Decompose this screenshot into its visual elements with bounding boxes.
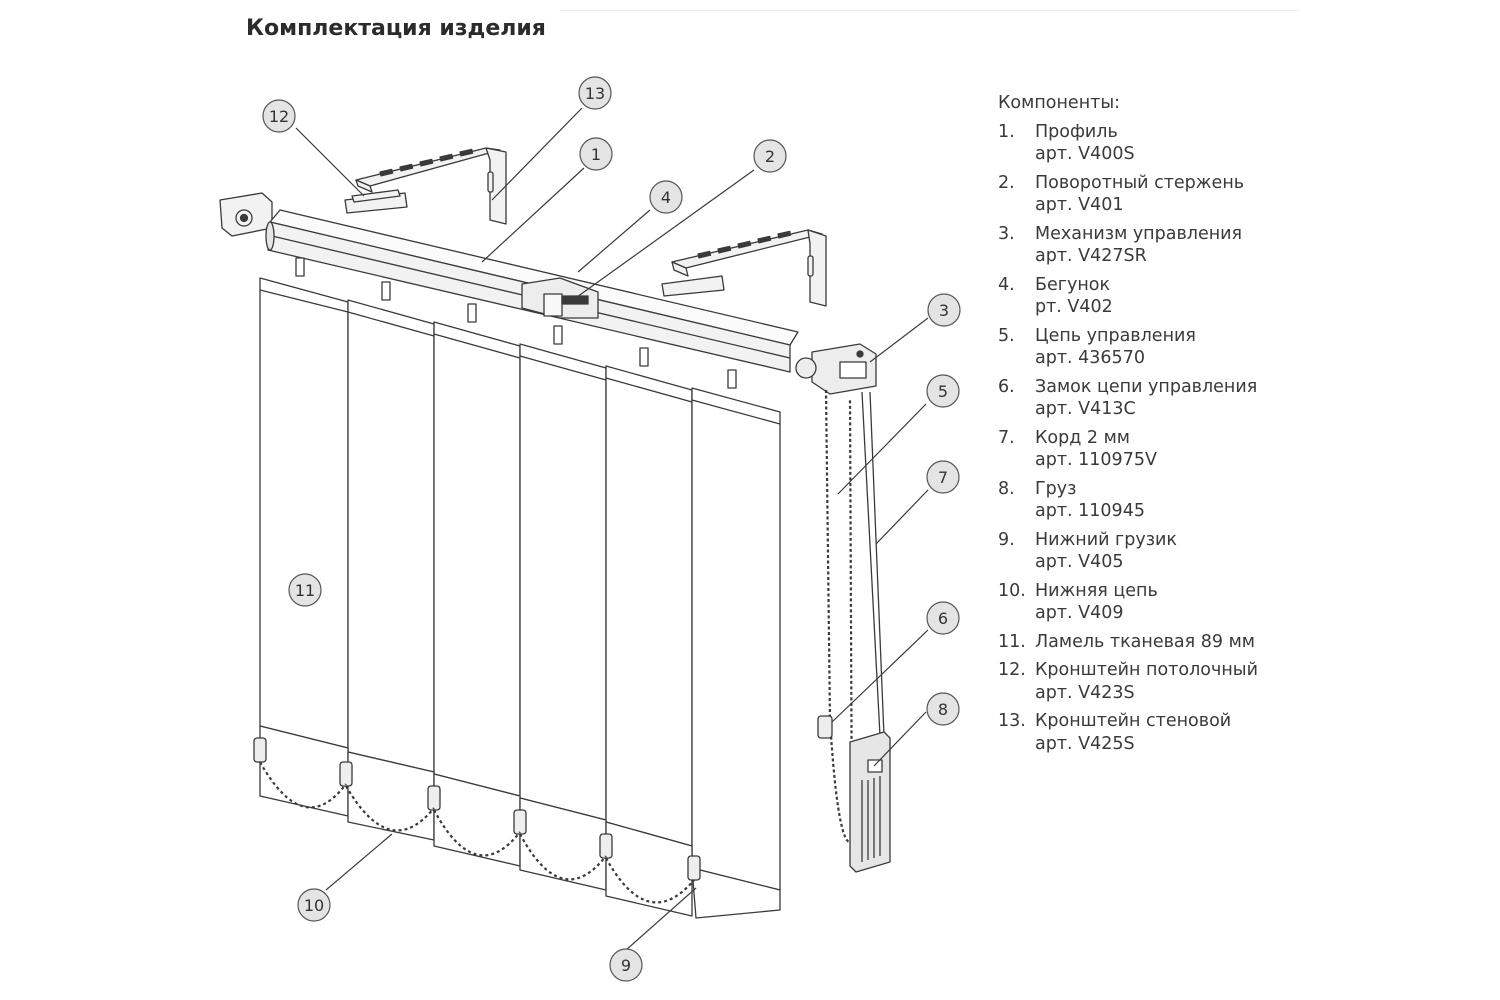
legend-item-article: арт. V423S <box>1035 682 1135 703</box>
legend-item-name: Ламель тканевая 89 мм <box>1035 631 1255 652</box>
legend-item-name: Кронштейн потолочный <box>1035 660 1258 680</box>
callout-5: 5 <box>926 374 960 408</box>
legend-item-name: Кронштейн стеновой <box>1035 711 1232 731</box>
rail-end-cap-left <box>219 192 273 237</box>
svg-text:5: 5 <box>938 382 948 401</box>
legend-heading: Компоненты: <box>998 93 1121 113</box>
svg-text:10: 10 <box>304 896 324 915</box>
legend-item-article: арт. 436570 <box>1035 348 1145 368</box>
chain-lock <box>817 715 833 739</box>
legend-item-article: рт. V402 <box>1035 297 1113 317</box>
legend-item-number: 1. <box>998 121 1015 142</box>
cord-weight <box>849 731 891 873</box>
legend-item-article: арт. 110945 <box>1035 501 1145 521</box>
legend-item-number: 6. <box>998 376 1015 397</box>
svg-text:6: 6 <box>938 609 948 628</box>
legend-item-name: Бегунок <box>1035 274 1111 295</box>
svg-text:12: 12 <box>269 107 289 126</box>
legend-item-name: Груз <box>1035 478 1077 499</box>
wall-bracket-right <box>661 229 827 307</box>
callout-8: 8 <box>926 692 960 726</box>
callout-3: 3 <box>927 293 961 327</box>
legend-item-name: Профиль <box>1035 121 1118 142</box>
callout-2: 2 <box>753 139 787 173</box>
legend-item: 11. Ламель тканевая 89 мм <box>998 631 1478 654</box>
callout-4: 4 <box>649 180 683 214</box>
svg-text:9: 9 <box>621 956 631 975</box>
callout-1: 1 <box>579 137 613 171</box>
legend-item-article: арт. V405 <box>1035 552 1124 572</box>
callout-markers: 1 2 3 4 5 6 7 8 <box>262 76 961 982</box>
legend-item-number: 10. <box>998 580 1026 601</box>
page-title: Комплектация изделия <box>246 16 546 41</box>
callout-7: 7 <box>926 460 960 494</box>
control-chain <box>824 389 854 844</box>
ceiling-bracket-left <box>344 189 408 214</box>
control-mechanism <box>795 343 877 395</box>
legend-item-article: арт. V401 <box>1035 195 1124 215</box>
legend-item-article: арт. V427SR <box>1035 246 1147 266</box>
legend-item-name: Корд 2 мм <box>1035 427 1131 448</box>
legend-item-number: 11. <box>998 631 1026 652</box>
legend-item-name: Поворотный стержень <box>1035 172 1245 193</box>
fabric-slats <box>259 257 781 919</box>
svg-text:3: 3 <box>939 301 949 320</box>
legend-item-number: 12. <box>998 660 1026 680</box>
legend-item-number: 3. <box>998 223 1015 244</box>
callout-13: 13 <box>578 76 612 110</box>
svg-text:1: 1 <box>591 145 601 164</box>
svg-text:11: 11 <box>295 581 315 600</box>
legend-item-number: 4. <box>998 274 1015 295</box>
callout-6: 6 <box>926 601 960 635</box>
legend-item-article: арт. V425S <box>1035 733 1135 754</box>
callout-9: 9 <box>609 948 643 982</box>
svg-text:13: 13 <box>585 84 605 103</box>
bottom-chain <box>259 761 695 904</box>
svg-text:8: 8 <box>938 700 948 719</box>
legend-item-name: Цепь управления <box>1035 325 1196 346</box>
legend-item-number: 2. <box>998 172 1015 193</box>
legend-item-number: 5. <box>998 325 1015 346</box>
callout-leader-lines <box>295 107 929 951</box>
svg-text:2: 2 <box>765 147 775 166</box>
legend-item-number: 7. <box>998 427 1015 448</box>
callout-10: 10 <box>297 888 331 922</box>
runner-carriage <box>521 277 599 319</box>
callout-12: 12 <box>262 99 296 133</box>
header-rule <box>560 10 1300 11</box>
svg-text:4: 4 <box>661 188 671 207</box>
legend-item-name: Нижний грузик <box>1035 529 1177 550</box>
legend-item-number: 8. <box>998 478 1015 499</box>
bottom-weights <box>253 737 701 881</box>
legend-item-article: арт. V409 <box>1035 603 1124 623</box>
legend-item-number: 13. <box>998 711 1026 731</box>
wall-bracket-left <box>355 147 507 225</box>
callout-11: 11 <box>288 573 322 607</box>
cord <box>861 391 885 737</box>
legend-item-number: 9. <box>998 529 1015 550</box>
legend-item-name: Механизм управления <box>1035 223 1243 244</box>
legend-item-article: арт. 110975V <box>1035 450 1157 470</box>
legend-item-article: арт. V400S <box>1035 144 1135 164</box>
legend-item-name: Замок цепи управления <box>1035 376 1258 397</box>
legend-item-article: арт. V413C <box>1035 399 1136 419</box>
svg-text:7: 7 <box>938 468 948 487</box>
legend-item-name: Нижняя цепь <box>1035 580 1158 601</box>
